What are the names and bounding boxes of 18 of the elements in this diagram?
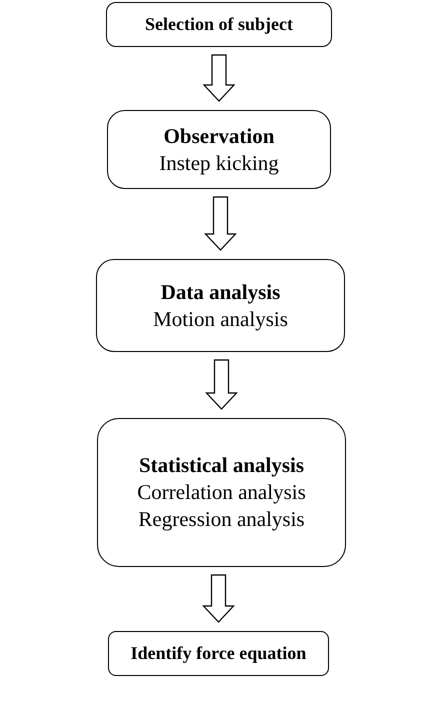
box-heading: Identify force equation <box>130 642 306 665</box>
process-box <box>96 259 345 352</box>
block-arrow <box>205 359 238 410</box>
block-arrow <box>202 574 235 623</box>
process-box <box>108 631 329 676</box>
box-text: Instep kicking <box>159 150 279 176</box>
process-box <box>106 2 332 47</box>
box-text: Motion analysis <box>153 306 288 332</box>
box-heading: Selection of subject <box>145 13 293 36</box>
process-box <box>107 110 331 189</box>
box-text: Correlation analysis <box>137 479 306 506</box>
block-arrow <box>202 54 236 102</box>
block-arrow <box>204 196 237 251</box>
box-heading: Data analysis <box>160 278 280 306</box>
process-box <box>97 418 346 567</box>
box-heading: Statistical analysis <box>138 452 304 479</box>
box-heading: Observation <box>164 122 274 150</box>
box-text: Regression analysis <box>138 506 305 533</box>
